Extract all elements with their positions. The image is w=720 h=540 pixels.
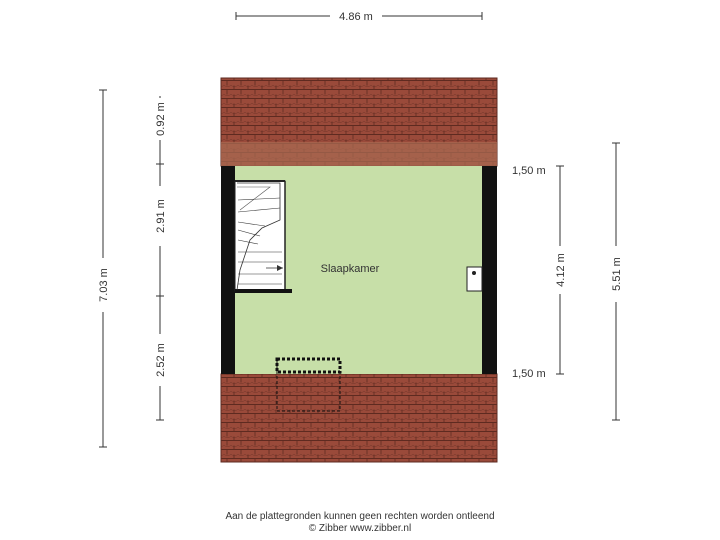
dimension-left-middle-label: 2.91 m xyxy=(155,199,167,233)
dimension-right-total-label: 5.51 m xyxy=(611,257,623,291)
dimension-left-segments: 0.92 m 2.91 m 2.52 m xyxy=(155,96,167,421)
roof-band xyxy=(221,142,497,166)
staircase xyxy=(234,180,292,293)
left-wall xyxy=(221,166,235,374)
dimension-left-total-label: 7.03 m xyxy=(98,268,110,302)
disclaimer-text: Aan de plattegronden kunnen geen rechten… xyxy=(225,511,495,522)
roof-bottom xyxy=(220,373,498,463)
dimension-right-inner-label: 4.12 m xyxy=(555,253,567,287)
dimension-left-bottom-label: 2.52 m xyxy=(155,343,167,377)
room-label: Slaapkamer xyxy=(321,263,380,275)
dimension-right-inner: 4.12 m xyxy=(555,165,567,375)
right-wall xyxy=(482,166,497,374)
appliance xyxy=(466,266,483,292)
height-lower-label: 1,50 m xyxy=(512,368,546,380)
dimension-top-width-label: 4.86 m xyxy=(339,11,373,23)
height-upper-label: 1,50 m xyxy=(512,165,546,177)
dimension-top-width: 4.86 m xyxy=(235,11,483,23)
copyright-text: © Zibber www.zibber.nl xyxy=(308,523,412,534)
roof-hatch xyxy=(275,357,342,412)
dimension-left-total: 7.03 m xyxy=(98,89,110,448)
dimension-right-total: 5.51 m xyxy=(611,142,623,421)
dimension-left-top-label: 0.92 m xyxy=(155,102,167,136)
